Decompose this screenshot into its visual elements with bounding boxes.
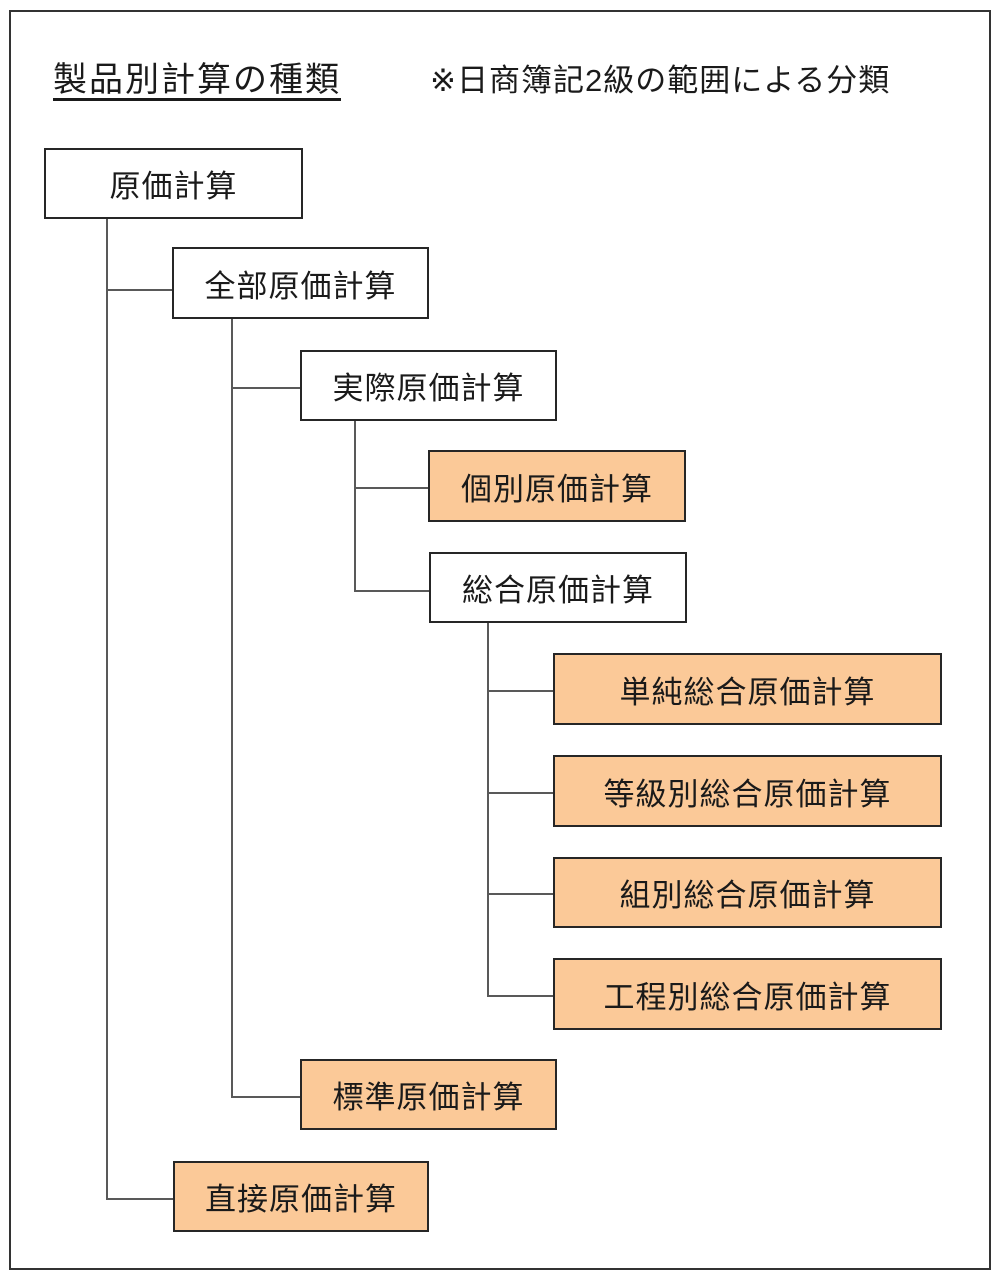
connector-branch-single-process-costing (487, 690, 553, 692)
node-standard-costing: 標準原価計算 (300, 1059, 557, 1130)
node-group-process-costing: 組別総合原価計算 (553, 857, 942, 928)
connector-branch-actual-costing (231, 387, 300, 389)
node-actual-costing: 実際原価計算 (300, 350, 557, 421)
connector-branch-standard-costing (231, 1096, 300, 1098)
node-job-order-costing: 個別原価計算 (428, 450, 686, 522)
node-grade-process-costing: 等級別総合原価計算 (553, 755, 942, 827)
connector-branch-direct-costing (106, 1198, 173, 1200)
connector-branch-grade-process-costing (487, 792, 553, 794)
node-cost-accounting: 原価計算 (44, 148, 303, 219)
connector-branch-sequential-process-costing (487, 995, 553, 997)
node-direct-costing: 直接原価計算 (173, 1161, 429, 1232)
connector-trunk-root (106, 219, 108, 1200)
connector-branch-process-costing (354, 590, 429, 592)
classification-note: ※日商簿記2級の範囲による分類 (430, 63, 891, 98)
connector-branch-group-process-costing (487, 893, 553, 895)
node-process-costing: 総合原価計算 (429, 552, 687, 623)
node-full-costing: 全部原価計算 (172, 247, 429, 319)
connector-branch-job-order-costing (354, 487, 428, 489)
node-sequential-process-costing: 工程別総合原価計算 (553, 958, 942, 1030)
connector-trunk-process-costing (487, 623, 489, 997)
connector-trunk-full-costing (231, 319, 233, 1098)
node-single-process-costing: 単純総合原価計算 (553, 653, 942, 725)
connector-branch-full-costing (106, 289, 172, 291)
diagram-title: 製品別計算の種類 (53, 61, 341, 99)
connector-trunk-actual-costing (354, 421, 356, 592)
